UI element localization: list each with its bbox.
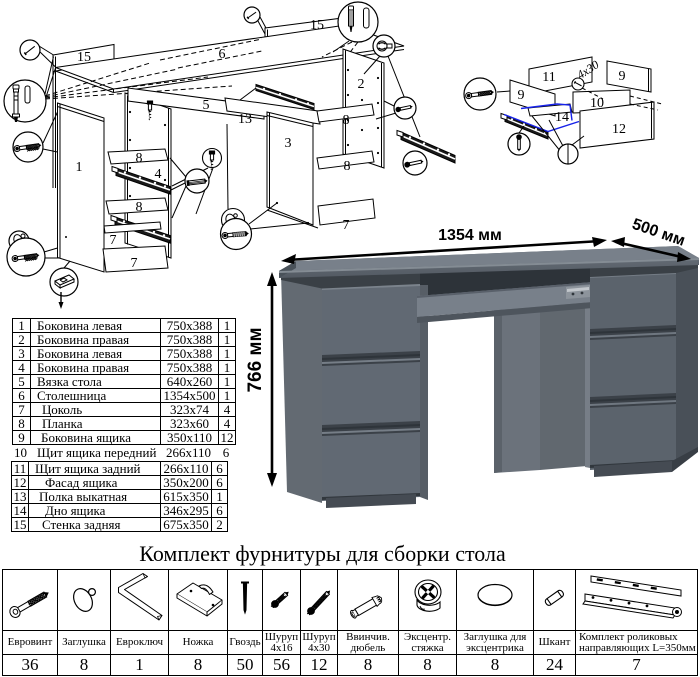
svg-text:14: 14 (555, 110, 569, 125)
svg-text:5: 5 (203, 98, 210, 113)
svg-text:10: 10 (590, 96, 604, 111)
svg-text:13: 13 (238, 112, 252, 127)
svg-text:7: 7 (110, 233, 117, 248)
svg-text:1: 1 (76, 160, 83, 175)
svg-text:8: 8 (136, 200, 143, 215)
svg-text:7: 7 (343, 218, 350, 233)
svg-text:8: 8 (136, 151, 143, 166)
svg-text:11: 11 (542, 70, 555, 85)
svg-text:1354 мм: 1354 мм (438, 227, 502, 244)
svg-text:3: 3 (285, 136, 292, 151)
svg-text:6: 6 (219, 47, 226, 62)
svg-text:4: 4 (155, 167, 162, 182)
svg-text:9: 9 (518, 88, 525, 103)
svg-text:15: 15 (77, 50, 91, 65)
svg-text:2: 2 (358, 77, 365, 92)
svg-text:7: 7 (131, 256, 138, 271)
svg-text:8: 8 (344, 159, 351, 174)
svg-text:12: 12 (612, 122, 626, 137)
svg-text:500 мм: 500 мм (630, 216, 687, 250)
svg-text:9: 9 (619, 69, 626, 84)
svg-text:8: 8 (343, 113, 350, 128)
svg-text:766 мм: 766 мм (245, 327, 266, 392)
svg-text:15: 15 (310, 18, 324, 33)
